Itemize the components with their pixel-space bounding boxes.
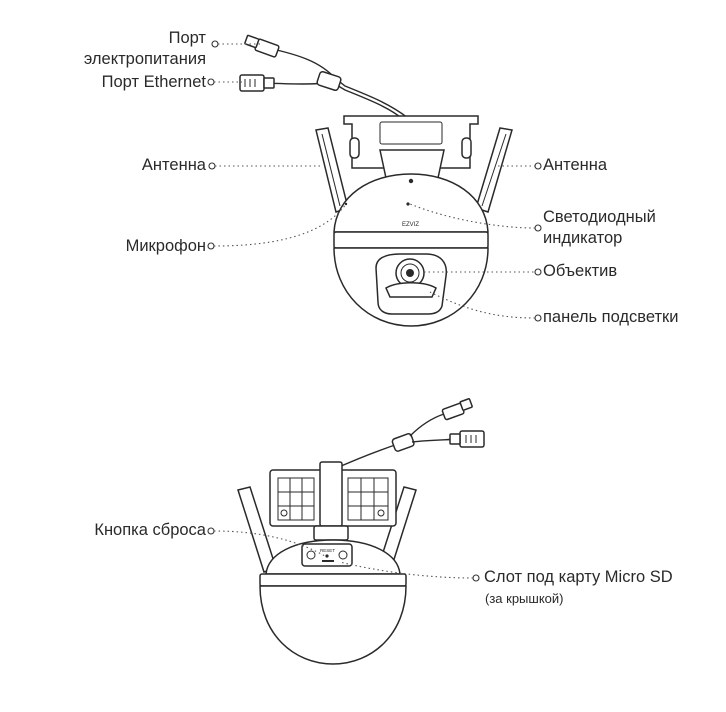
label-ethernet-port: Порт Ethernet [101, 73, 206, 91]
light-panel-icon [385, 282, 437, 298]
label-microphone: Микрофон [125, 237, 206, 255]
mount-grid-right [347, 477, 389, 521]
label-power-port-line2: электропитания [83, 50, 206, 68]
label-power-port: Порт электропитания [84, 28, 206, 70]
led-dot [406, 202, 410, 206]
main-cable-2 [334, 83, 405, 121]
ethernet-connector-icon [239, 74, 275, 92]
label-led-line1: Светодиодный [543, 208, 656, 226]
rear-ethernet-connector-icon [449, 430, 485, 448]
front-camera-illustration: EZVIZ [239, 34, 513, 327]
label-led-line2: индикатор [543, 229, 623, 247]
rear-splitter [391, 433, 415, 452]
brand-mark-text: EZVIZ [402, 222, 419, 228]
cable-splitter [316, 70, 342, 92]
reset-button-icon [325, 554, 329, 558]
antenna-left-icon [315, 127, 349, 213]
label-antenna-right: Антенна [543, 156, 608, 174]
mount-bracket [343, 115, 479, 169]
camera-band [333, 231, 489, 249]
label-light-panel: панель подсветки [543, 308, 679, 326]
reset-label-text: RESET [320, 548, 335, 553]
rear-power-cable [409, 413, 445, 437]
rear-band [259, 573, 407, 587]
label-sd-slot: Слот под карту Micro SD [484, 568, 673, 586]
label-antenna-left: Антенна [141, 156, 206, 174]
power-connector-icon [244, 34, 280, 58]
top-leader-lines [207, 40, 542, 322]
label-power-port-line1: Порт [168, 29, 206, 47]
label-led-indicator: Светодиодный индикатор [543, 207, 656, 249]
rear-neck [313, 525, 349, 541]
camera-upper-body [333, 173, 489, 233]
label-sd-slot-note: (за крышкой) [485, 591, 564, 606]
label-lens: Объектив [543, 262, 618, 280]
rear-dome [259, 585, 407, 665]
mount-grid-left [277, 477, 315, 521]
bottom-leader-lines [207, 527, 480, 582]
main-cable [334, 77, 409, 119]
rear-camera-illustration: RESET [237, 398, 485, 665]
label-reset-button: Кнопка сброса [94, 521, 206, 539]
rear-power-connector-icon [441, 398, 473, 421]
